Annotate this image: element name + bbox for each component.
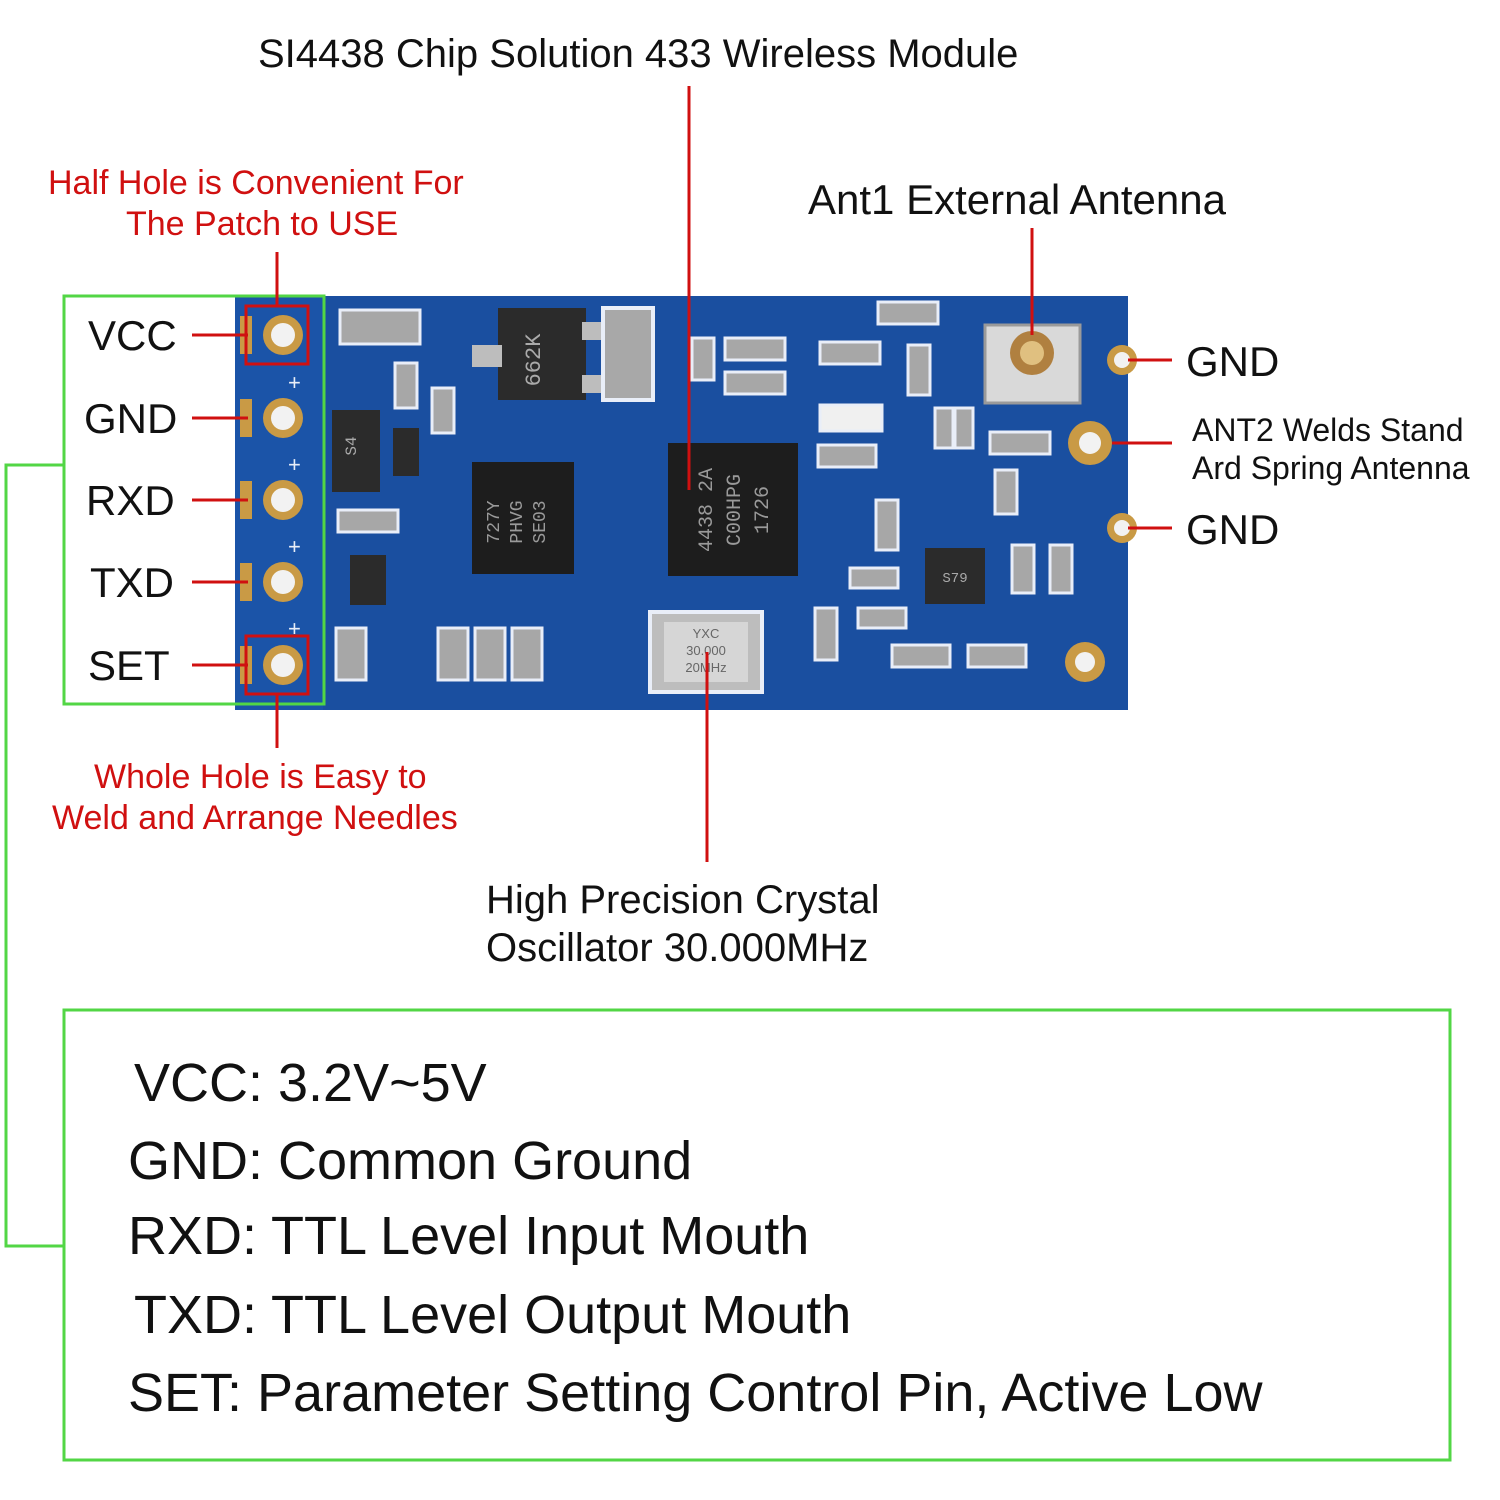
spec-gnd: GND: Common Ground xyxy=(128,1131,693,1191)
ant1-callout: Ant1 External Antenna xyxy=(808,176,1226,223)
svg-text:S79: S79 xyxy=(942,571,967,587)
spec-txd: TXD: TTL Level Output Mouth xyxy=(134,1285,852,1345)
half-hole-callout-line-2: The Patch to USE xyxy=(126,205,399,243)
diode: S4 xyxy=(332,410,380,492)
right-pin-label-gnd-top: GND xyxy=(1186,338,1280,385)
regulator-marking: 662K xyxy=(522,333,547,387)
svg-text:30.000: 30.000 xyxy=(686,643,726,658)
right-pads xyxy=(1065,345,1137,682)
svg-text:SE03: SE03 xyxy=(531,500,551,543)
ant2-callout-line-2: Ard Spring Antenna xyxy=(1192,450,1470,486)
pin-label-set: SET xyxy=(88,642,170,689)
inductor xyxy=(601,306,655,402)
spec-set: SET: Parameter Setting Control Pin, Acti… xyxy=(128,1363,1263,1423)
spec-rxd: RXD: TTL Level Input Mouth xyxy=(128,1206,810,1266)
pin-label-vcc: VCC xyxy=(88,312,177,359)
regulator-chip: 662K xyxy=(472,308,606,400)
svg-text:+: + xyxy=(288,452,301,477)
crystal-callout-line-2: Oscillator 30.000MHz xyxy=(486,926,869,970)
transistor-mid xyxy=(393,428,419,476)
svg-text:727Y: 727Y xyxy=(485,500,505,543)
svg-text:C00HPG: C00HPG xyxy=(724,474,747,546)
whole-hole-callout-line-2: Weld and Arrange Needles xyxy=(52,799,458,837)
pin-frame xyxy=(62,294,326,706)
ipex-connector xyxy=(983,323,1082,405)
svg-text:S4: S4 xyxy=(343,436,361,455)
mcu-chip: SE03 PHVG 727Y xyxy=(472,462,574,574)
passive-components xyxy=(334,300,1074,682)
diagram-title: SI4438 Chip Solution 433 Wireless Module xyxy=(258,32,1019,76)
pin-label-rxd: RXD xyxy=(86,477,175,524)
crystal-callout-line-1: High Precision Crystal xyxy=(486,878,880,922)
pin-label-txd: TXD xyxy=(90,559,174,606)
svg-text:4438 2A: 4438 2A xyxy=(696,468,719,552)
small-ic: S79 xyxy=(925,548,985,604)
svg-text:PHVG: PHVG xyxy=(508,500,528,543)
right-pin-label-gnd-bottom: GND xyxy=(1186,506,1280,553)
spec-frame xyxy=(62,1008,1452,1462)
transistor-left xyxy=(350,555,386,605)
whole-hole-callout-line-1: Whole Hole is Easy to xyxy=(94,758,427,796)
pin-label-gnd: GND xyxy=(84,395,178,442)
svg-text:+: + xyxy=(288,534,301,559)
half-hole-callout-line-1: Half Hole is Convenient For xyxy=(48,164,464,202)
svg-text:+: + xyxy=(288,370,301,395)
leader-lines xyxy=(192,86,1172,862)
spec-vcc: VCC: 3.2V~5V xyxy=(134,1053,487,1113)
ant2-callout-line-1: ANT2 Welds Stand xyxy=(1192,412,1464,448)
frame-connector xyxy=(4,463,64,1248)
svg-text:YXC: YXC xyxy=(693,626,720,641)
svg-text:1726: 1726 xyxy=(752,486,775,534)
